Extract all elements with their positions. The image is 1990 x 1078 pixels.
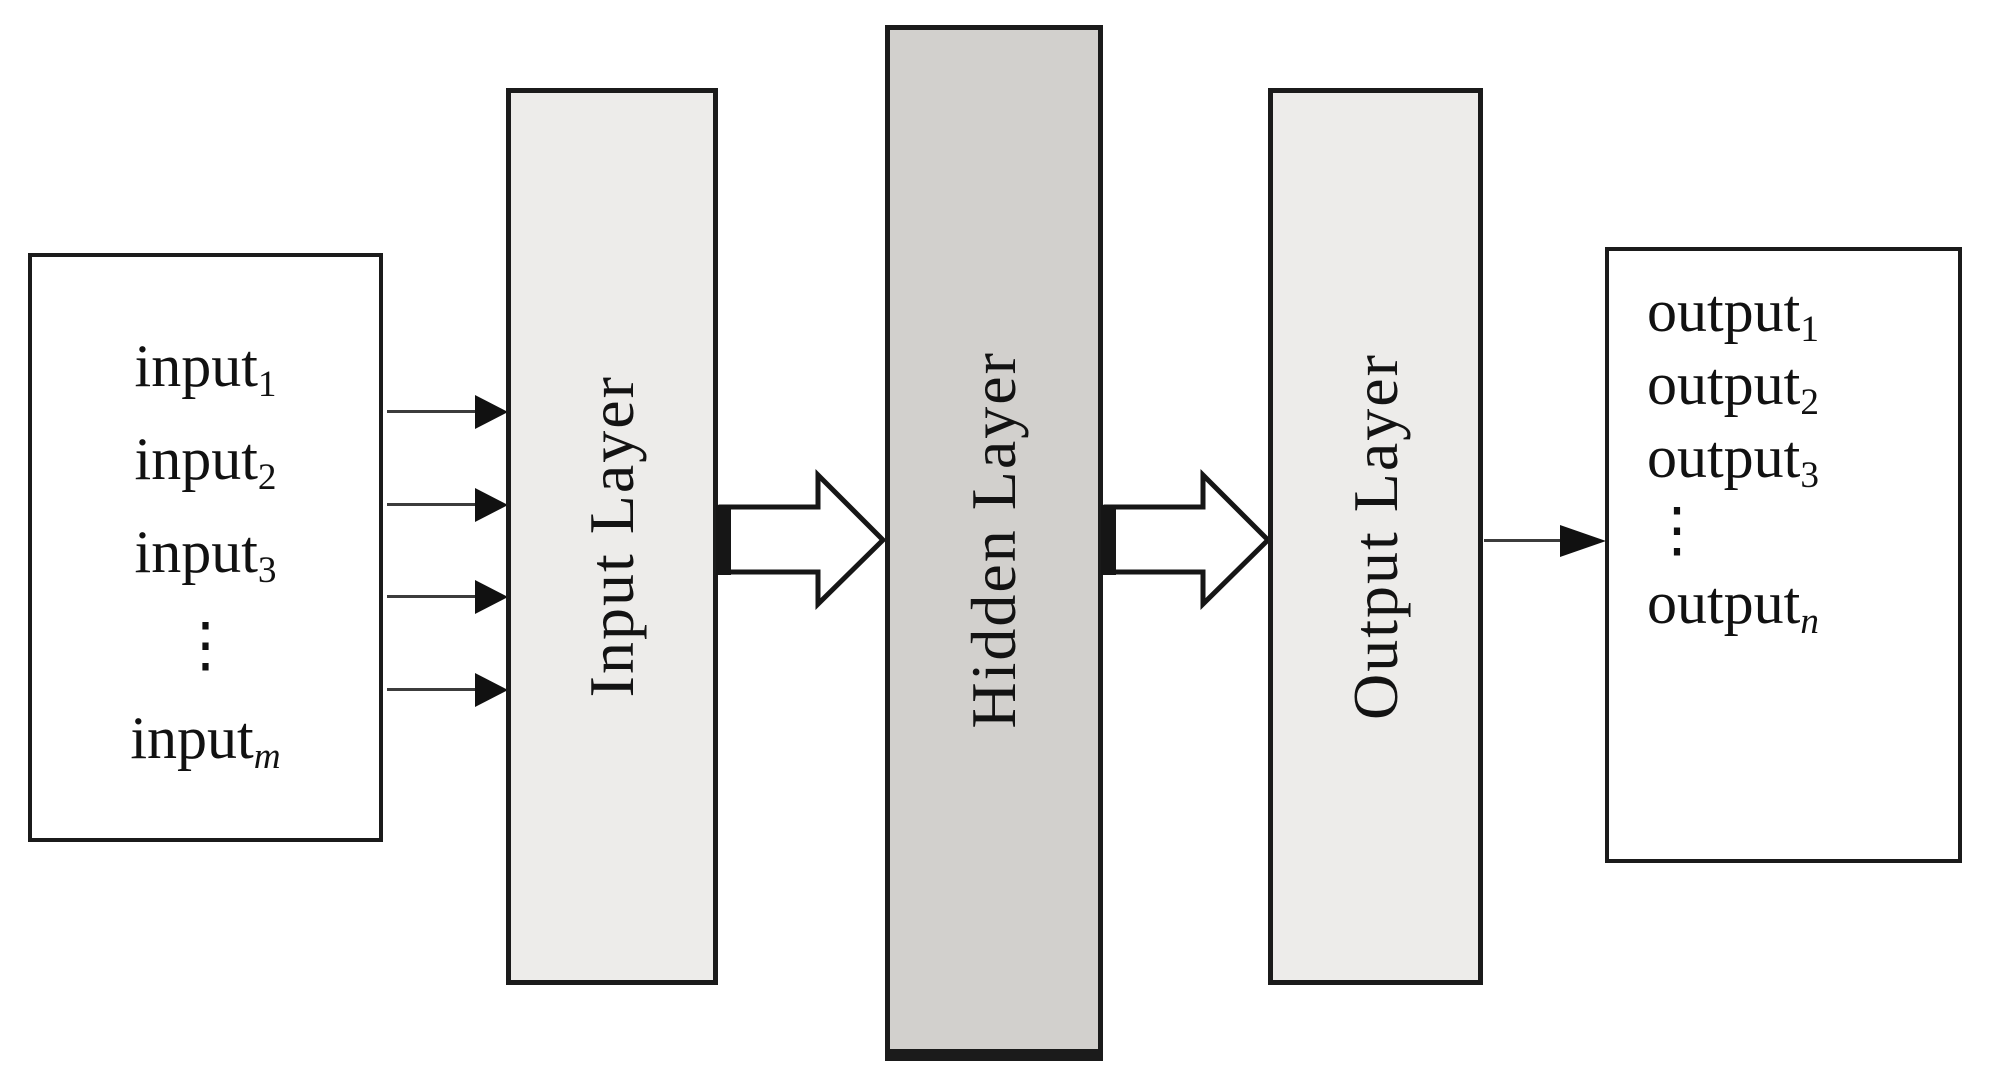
input-line-base: ⋮	[175, 612, 236, 678]
vertical-ellipsis: ⋮	[32, 599, 379, 692]
arrow-shaft	[387, 410, 479, 413]
output-line: outputn	[1647, 567, 1958, 643]
output-line-subscript: n	[1800, 601, 1819, 643]
input-line-base: input	[134, 519, 258, 585]
output-line-base: output	[1647, 424, 1801, 490]
hidden-layer-label: Hidden Layer	[958, 350, 1029, 729]
input-line-subscript: 3	[257, 550, 277, 592]
output-values-box: output1 output2 output3 ⋮ outputn	[1605, 247, 1962, 863]
block-arrow-tail-cap	[716, 505, 731, 575]
input-line: input2	[32, 413, 379, 506]
output-layer-label: Output Layer	[1339, 353, 1411, 720]
input-values-box: input1 input2 input3 ⋮ inputm	[28, 253, 383, 842]
input-line: input3	[32, 506, 379, 599]
output-line-base: output	[1647, 278, 1801, 344]
arrow-right-icon	[387, 488, 509, 522]
arrow-shaft	[387, 688, 479, 691]
output-line-subscript: 1	[1800, 309, 1819, 351]
output-line: output2	[1647, 348, 1958, 424]
input-line-subscript: m	[253, 736, 281, 778]
input-line-base: input	[130, 705, 254, 771]
block-arrow-outline	[718, 468, 886, 610]
arrow-right-icon	[387, 673, 509, 707]
hidden-layer-box: Hidden Layer	[885, 25, 1103, 1061]
block-arrow-tail-cap	[1101, 505, 1116, 575]
arrow-shaft	[1484, 539, 1564, 542]
arrow-head-icon	[475, 395, 508, 429]
arrow-head-icon	[475, 580, 508, 614]
output-line-subscript: 2	[1800, 382, 1819, 424]
arrow-right-icon	[387, 395, 509, 429]
arrow-shaft	[387, 503, 479, 506]
input-layer-box: Input Layer	[506, 88, 718, 985]
block-arrow-right-icon	[716, 468, 886, 610]
block-arrow-outline	[1103, 468, 1271, 610]
input-line-subscript: 1	[257, 364, 277, 406]
output-line-base: output	[1647, 570, 1801, 636]
arrow-right-icon	[387, 580, 509, 614]
input-line: inputm	[32, 692, 379, 785]
input-layer-label: Input Layer	[576, 375, 647, 698]
input-line-base: input	[134, 426, 258, 492]
output-line-base: output	[1647, 351, 1801, 417]
input-line-subscript: 2	[257, 457, 277, 499]
output-line: output1	[1647, 275, 1958, 351]
output-line-subscript: 3	[1800, 455, 1819, 497]
arrow-head-icon	[475, 673, 508, 707]
output-layer-box: Output Layer	[1268, 88, 1483, 985]
arrow-shaft	[387, 595, 479, 598]
arrow-head-icon	[475, 488, 508, 522]
block-arrow-right-icon	[1101, 468, 1271, 610]
input-line-base: input	[134, 333, 258, 399]
arrow-head-icon	[1560, 525, 1606, 557]
vertical-ellipsis: ⋮	[1647, 494, 1958, 567]
arrow-right-icon	[1484, 524, 1606, 558]
output-line: output3	[1647, 421, 1958, 497]
input-line: input1	[32, 320, 379, 413]
output-line-base: ⋮	[1647, 497, 1707, 563]
